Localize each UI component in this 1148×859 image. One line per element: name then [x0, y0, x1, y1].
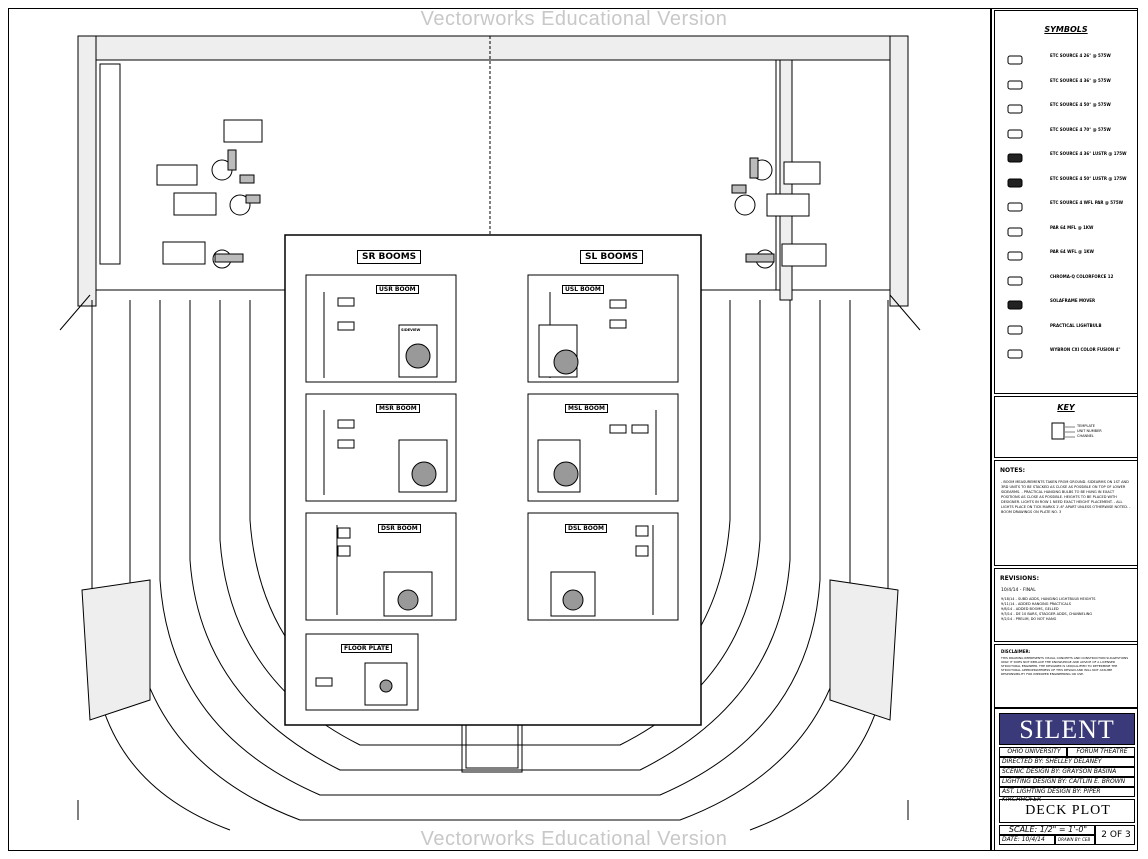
fixture-icon — [1007, 125, 1025, 138]
university: OHIO UNIVERSITY — [999, 747, 1067, 757]
upstage-boom-units — [211, 149, 775, 269]
disclaimer-title: DISCLAIMER: — [1001, 649, 1031, 654]
symbol-label: PRACTICAL LIGHTBULB — [1050, 322, 1102, 328]
symbol-label: PAR 64 WFL @ 1KW — [1050, 249, 1094, 254]
symbol-row: CHROMA-Q COLORFORCE 12 — [995, 272, 1135, 285]
key-box: KEY TEMPLATE UNIT NUMBER CHANNEL — [994, 396, 1138, 458]
key-title: KEY — [1057, 403, 1075, 412]
symbol-row: ETC SOURCE 4 50° LUSTR @ 175W — [995, 174, 1135, 187]
notes-text: - BOOM MEASUREMENTS TAKEN FROM GROUND. S… — [1001, 480, 1131, 514]
symbol-label: ETC SOURCE 4 70° @ 575W — [1050, 126, 1111, 132]
drawn-by: DRAWN BY: CEB — [1055, 835, 1095, 845]
symbol-row: PRACTICAL LIGHTBULB — [995, 321, 1135, 334]
symbol-row: ETC SOURCE 4 36° LUSTR @ 175W — [995, 149, 1135, 163]
boom-labels — [156, 119, 827, 267]
symbol-label: CHROMA-Q COLORFORCE 12 — [1050, 273, 1114, 279]
show-title: SILENT SKY — [999, 713, 1135, 776]
symbol-row: ETC SOURCE 4 26° @ 575W — [995, 51, 1135, 65]
revision-item: 9/3/14 - DE 10 BARS, STAGGER ADDS, CHANN… — [1001, 612, 1093, 616]
fixture-icon — [1007, 149, 1025, 163]
usr-boom-label: USR BOOM — [376, 285, 419, 294]
key-labels: TEMPLATE UNIT NUMBER CHANNEL — [1077, 424, 1102, 439]
key-diagram — [1051, 422, 1075, 440]
watermark-top: Vectorworks Educational Version — [420, 8, 728, 30]
title-block: SYMBOLS ETC SOURCE 4 26° @ 575W ETC SOURC… — [990, 8, 1138, 851]
symbol-label: SOLAFRAME MOVER — [1050, 298, 1096, 303]
symbol-label: ETC SOURCE 4 50° @ 575W — [1050, 102, 1111, 107]
watermark-bottom: Vectorworks Educational Version — [420, 828, 728, 850]
msl-boom-label: MSL BOOM — [565, 404, 608, 413]
disclaimer-box: DISCLAIMER: THIS DRAWING REPRESENTS VISU… — [994, 644, 1138, 708]
symbol-label: WYBRON CXI COLOR FUSION 4" — [1050, 347, 1121, 352]
symbol-row: WYBRON CXI COLOR FUSION 4" — [995, 345, 1135, 359]
directed-by: DIRECTED BY: SHELLEY DELANEY — [999, 757, 1135, 767]
revision-final: 10/4/14 - FINAL — [1001, 588, 1036, 593]
theatre: FORUM THEATRE — [1067, 747, 1135, 757]
seating-rows — [59, 294, 921, 831]
date: DATE: 10/4/14 — [999, 835, 1055, 845]
ast-lighting-design: AST. LIGHTING DESIGN BY: PIPER KIRCHHOFE… — [999, 787, 1135, 803]
sideview-label: SIDEVIEW — [401, 328, 421, 332]
symbol-label: ETC SOURCE 4 26° @ 575W — [1050, 53, 1111, 58]
credits-box: SILENT SKY OHIO UNIVERSITY FORUM THEATRE… — [994, 708, 1138, 851]
symbol-label: ETC SOURCE 4 36° LUSTR @ 175W — [1050, 151, 1127, 156]
symbol-row: ETC SOURCE 4 36° @ 575W — [995, 76, 1135, 89]
revisions-list: 9/18/14 - SUBD ADDS, HANGING LIGHTBULB H… — [1001, 597, 1133, 622]
boom-drawings — [315, 292, 657, 706]
fixture-icon — [1007, 100, 1025, 114]
symbol-row: ETC SOURCE 4 50° @ 575W — [995, 100, 1135, 114]
fixture-icon — [1007, 247, 1025, 261]
scenic-design: SCENIC DESIGN BY: GRAYSON BASINA — [999, 767, 1135, 777]
fixture-icon — [1007, 223, 1025, 236]
dsl-boom-label: DSL BOOM — [565, 524, 607, 533]
symbol-row: PAR 64 WFL @ 1KW — [995, 247, 1135, 261]
revision-item: 9/8/14 - ADDED BOOMS, GELLED — [1001, 607, 1059, 611]
sl-booms-label: SL BOOMS — [580, 250, 643, 264]
fixture-icon — [1007, 76, 1025, 89]
lighting-design: LIGHTING DESIGN BY: CAITLIN E. BROWN — [999, 777, 1135, 787]
msr-boom-label: MSR BOOM — [376, 404, 420, 413]
symbol-label: PAR 64 MFL @ 1KW — [1050, 224, 1094, 230]
floor-plate-label: FLOOR PLATE — [341, 644, 393, 653]
sheet-number: 2 OF 3 — [1095, 825, 1135, 845]
symbol-row: PAR 64 MFL @ 1KW — [995, 223, 1135, 236]
deck-plan — [59, 35, 921, 831]
fixture-icon — [1007, 321, 1025, 334]
symbol-label: ETC SOURCE 4 WFL PAR @ 575W — [1050, 200, 1124, 205]
symbols-title: SYMBOLS — [1044, 25, 1088, 34]
fixture-icon — [1007, 296, 1025, 310]
symbol-label: ETC SOURCE 4 36° @ 575W — [1050, 77, 1111, 83]
plate-title: DECK PLOT — [999, 799, 1135, 823]
scale: SCALE: 1/2" = 1'-0" — [999, 825, 1095, 835]
revision-item: 9/11/14 - ADDED HANGING PRACTICALS — [1001, 602, 1071, 606]
symbol-row: SOLAFRAME MOVER — [995, 296, 1135, 310]
symbol-label: ETC SOURCE 4 50° LUSTR @ 175W — [1050, 175, 1127, 181]
fixture-icon — [1007, 272, 1025, 285]
symbols-box: SYMBOLS ETC SOURCE 4 26° @ 575W ETC SOURC… — [994, 10, 1138, 394]
fixture-icon — [1007, 51, 1025, 65]
dsr-boom-label: DSR BOOM — [378, 524, 421, 533]
disclaimer-text: THIS DRAWING REPRESENTS VISUAL CONCEPTS … — [1001, 656, 1129, 676]
revision-item: 9/18/14 - SUBD ADDS, HANGING LIGHTBULB H… — [1001, 597, 1096, 601]
usl-boom-label: USL BOOM — [562, 285, 604, 294]
sr-booms-label: SR BOOMS — [357, 250, 422, 264]
fixture-icon — [1007, 174, 1025, 187]
key-label-template: TEMPLATE — [1077, 424, 1095, 428]
key-label-channel: CHANNEL — [1077, 434, 1094, 438]
revision-item: 9/2/14 - PRELIM, DO NOT HANG — [1001, 617, 1057, 621]
key-label-unit: UNIT NUMBER — [1077, 429, 1102, 433]
notes-box: NOTES: - BOOM MEASUREMENTS TAKEN FROM GR… — [994, 460, 1138, 566]
notes-title: NOTES: — [1000, 467, 1026, 474]
revisions-title: REVISIONS: — [1000, 575, 1039, 582]
fixture-icon — [1007, 198, 1025, 212]
revisions-box: REVISIONS: 10/4/14 - FINAL 9/18/14 - SUB… — [994, 568, 1138, 642]
symbol-row: ETC SOURCE 4 WFL PAR @ 575W — [995, 198, 1135, 212]
fixture-icon — [1007, 345, 1025, 359]
symbol-row: ETC SOURCE 4 70° @ 575W — [995, 125, 1135, 138]
